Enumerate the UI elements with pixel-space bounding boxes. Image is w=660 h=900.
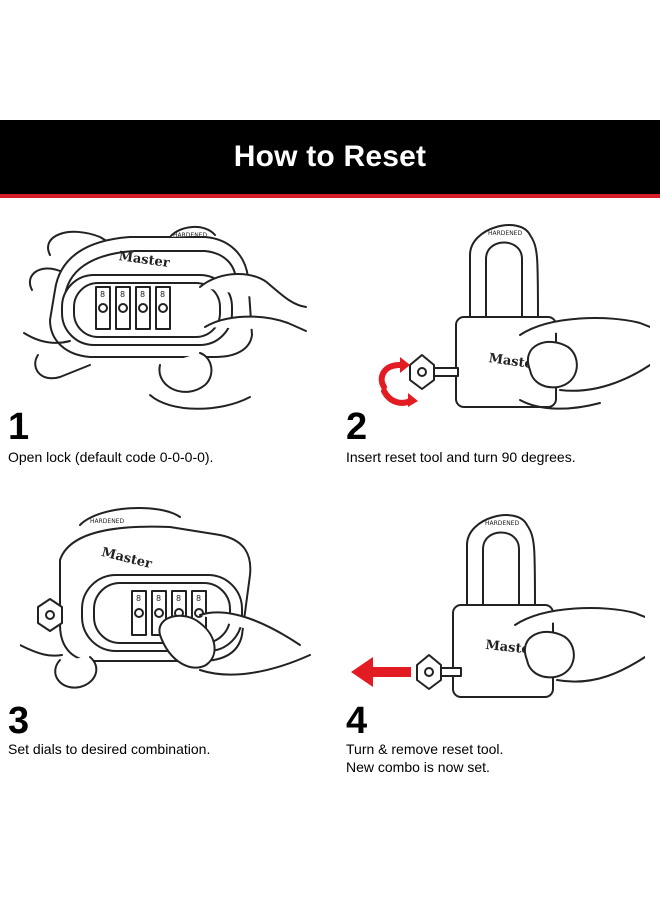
open-lock-illustration: 8 8 8 8 Master HARDENED bbox=[23, 226, 307, 410]
step-1-number: 1 bbox=[8, 406, 30, 448]
step-4-text-line1: Turn & remove reset tool. bbox=[346, 741, 504, 757]
svg-text:8: 8 bbox=[160, 290, 165, 299]
svg-text:HARDENED: HARDENED bbox=[488, 230, 522, 237]
remove-tool-illustration: HARDENED Master bbox=[351, 514, 645, 698]
header-red-stripe bbox=[0, 194, 660, 198]
svg-text:8: 8 bbox=[120, 290, 125, 299]
insert-tool-illustration: HARDENED Master bbox=[378, 224, 650, 410]
brand-logo-text: Master bbox=[118, 249, 171, 271]
svg-text:8: 8 bbox=[196, 594, 201, 603]
step-1-text: Open lock (default code 0-0-0-0). bbox=[8, 449, 214, 465]
svg-text:HARDENED: HARDENED bbox=[173, 232, 207, 239]
svg-text:8: 8 bbox=[140, 290, 145, 299]
step-3-number: 3 bbox=[8, 700, 30, 742]
svg-text:8: 8 bbox=[136, 594, 141, 603]
header-banner: How to Reset bbox=[0, 120, 660, 194]
step-2-text: Insert reset tool and turn 90 degrees. bbox=[346, 449, 576, 465]
step-4-text-line2: New combo is now set. bbox=[346, 759, 490, 775]
svg-text:8: 8 bbox=[156, 594, 161, 603]
svg-text:HARDENED: HARDENED bbox=[90, 518, 124, 525]
step-3-text: Set dials to desired combination. bbox=[8, 741, 211, 757]
svg-text:8: 8 bbox=[100, 290, 105, 299]
step-4-number: 4 bbox=[346, 700, 368, 742]
set-dials-illustration: HARDENED Master 8 8 8 8 bbox=[20, 507, 311, 689]
page-title: How to Reset bbox=[233, 140, 427, 173]
step-2-number: 2 bbox=[346, 406, 368, 448]
svg-text:HARDENED: HARDENED bbox=[485, 520, 519, 527]
svg-text:8: 8 bbox=[176, 594, 181, 603]
